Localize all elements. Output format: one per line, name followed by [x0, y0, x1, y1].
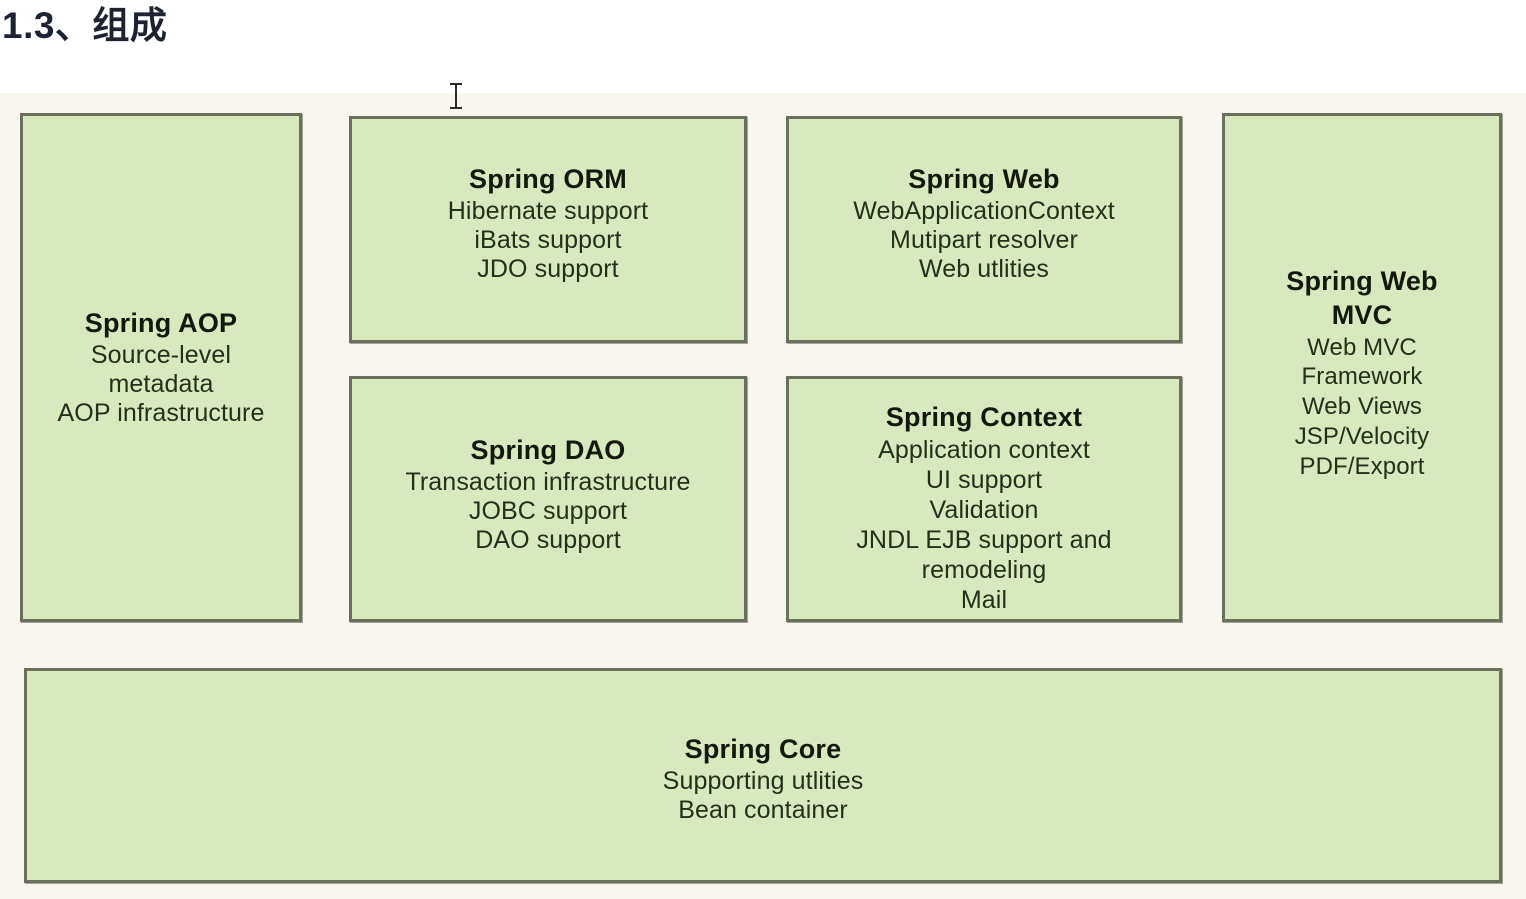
box-line: DAO support	[475, 526, 621, 555]
box-line: Hibernate support	[447, 196, 649, 225]
box-body: Source-level metadata AOP infrastructure	[58, 341, 265, 429]
box-title: Spring DAO	[470, 435, 626, 465]
box-title: Spring ORM	[469, 164, 627, 194]
box-line: JOBC support	[468, 497, 628, 525]
box-line: Web utlities	[919, 255, 1049, 284]
diagram-box-spring-aop[interactable]: Spring AOP Source-level metadata AOP inf…	[20, 113, 302, 622]
box-line: Validation	[929, 495, 1039, 524]
box-line: Supporting utlities	[662, 766, 864, 795]
page-title: 1.3、组成	[2, 5, 168, 46]
box-line: JNDL EJB support and	[856, 525, 1112, 554]
box-line: iBats support	[474, 226, 622, 254]
box-body: Transaction infrastructure JOBC support …	[405, 468, 690, 556]
box-title: Spring Core	[684, 734, 842, 764]
box-body: Hibernate support iBats support JDO supp…	[448, 197, 648, 285]
spring-architecture-diagram: Spring AOP Source-level metadata AOP inf…	[0, 93, 1526, 899]
box-line: PDF/Export	[1299, 452, 1425, 480]
box-title-line1: Spring Web	[1286, 266, 1438, 296]
box-line: Framework	[1301, 363, 1423, 391]
box-line: Application context	[878, 435, 1090, 464]
box-title: Spring AOP	[84, 307, 238, 338]
box-title: Spring Context	[885, 402, 1083, 432]
box-title-line2: MVC	[1331, 299, 1393, 330]
diagram-box-spring-orm[interactable]: Spring ORM Hibernate support iBats suppo…	[349, 116, 747, 343]
box-line: Mail	[960, 585, 1008, 614]
box-body: Supporting utlities Bean container	[663, 767, 864, 826]
diagram-box-spring-web[interactable]: Spring Web WebApplicationContext Mutipar…	[786, 116, 1182, 343]
diagram-box-spring-core[interactable]: Spring Core Supporting utlities Bean con…	[24, 668, 1502, 883]
diagram-box-spring-web-mvc[interactable]: Spring Web MVC Web MVC Framework Web Vie…	[1222, 113, 1502, 622]
box-line: metadata	[108, 369, 214, 398]
box-line: JSP/Velocity	[1294, 422, 1430, 450]
box-body: Application context UI support Validatio…	[856, 435, 1111, 615]
box-line: Bean container	[678, 796, 848, 824]
box-line: UI support	[925, 465, 1043, 494]
box-line: Transaction infrastructure	[405, 467, 691, 496]
box-line: Mutipart resolver	[890, 226, 1078, 254]
box-title: Spring Web	[908, 164, 1060, 194]
box-line: Source-level	[90, 340, 232, 369]
diagram-box-spring-context[interactable]: Spring Context Application context UI su…	[786, 376, 1182, 622]
diagram-box-spring-dao[interactable]: Spring DAO Transaction infrastructure JO…	[349, 376, 747, 622]
box-line: Web Views	[1301, 393, 1423, 420]
box-body: WebApplicationContext Mutipart resolver …	[853, 197, 1115, 285]
box-line: remodeling	[921, 555, 1047, 584]
cursor-cap-top	[450, 83, 462, 85]
box-line: WebApplicationContext	[853, 196, 1115, 225]
box-line: Web MVC	[1307, 333, 1417, 361]
box-line: JDO support	[477, 255, 619, 284]
box-body: Web MVC Framework Web Views JSP/Velocity…	[1295, 333, 1430, 482]
box-line: AOP infrastructure	[57, 399, 265, 427]
